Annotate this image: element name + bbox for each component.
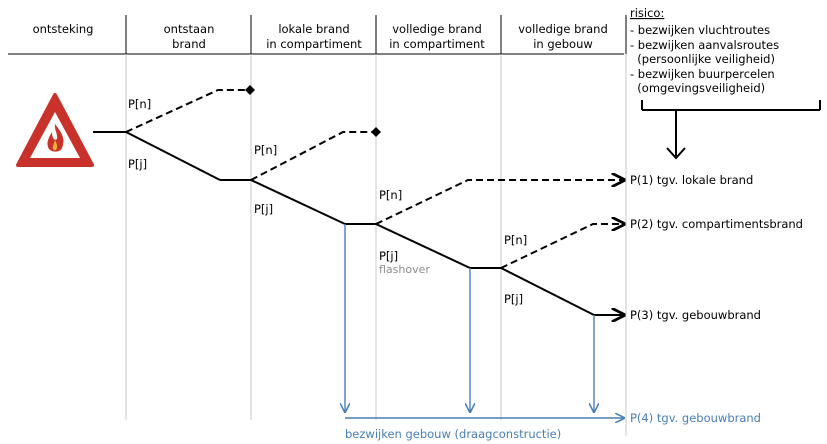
header-dividers — [125, 15, 627, 54]
flashover-label: flashover — [379, 263, 430, 276]
branch-labels: P[n] P[j] P[n] P[j] P[n] P[j] flashover … — [128, 97, 527, 306]
column-dividers — [125, 54, 627, 436]
risk-item-2: - bezwijken aanvalsroutes — [630, 38, 779, 52]
fire-triangle-warning-icon — [16, 93, 94, 167]
phase-5-label-line1: volledige brand — [518, 22, 608, 36]
outcome-4: P(4) tgv. gebouwbrand — [630, 411, 761, 425]
branch-yes-label-3: P[j] — [379, 249, 398, 263]
outcome-3: P(3) tgv. gebouwbrand — [630, 308, 761, 322]
branch-yes-label-2: P[j] — [254, 202, 273, 216]
risk-item-1: - bezwijken vluchtroutes — [630, 23, 770, 37]
collapse-lines — [345, 224, 624, 418]
phase-3-label-line2: in compartiment — [266, 37, 362, 51]
header-phases: ontsteking ontstaan brand lokale brand i… — [33, 22, 608, 51]
risk-list: risico: - bezwijken vluchtroutes - bezwi… — [630, 6, 779, 95]
branch-no-label-2: P[n] — [254, 143, 277, 157]
phase-4-label-line1: volledige brand — [392, 22, 482, 36]
branch-no-label-4: P[n] — [504, 233, 527, 247]
risk-title: risico: — [630, 6, 664, 20]
branch-yes-label-4: P[j] — [504, 292, 523, 306]
outcome-1: P(1) tgv. lokale brand — [630, 173, 753, 187]
branch-no-label-1: P[n] — [128, 97, 151, 111]
phase-2-label-line1: ontstaan — [164, 22, 215, 36]
phase-3-label-line1: lokale brand — [278, 22, 349, 36]
phase-2-label-line2: brand — [172, 37, 206, 51]
phase-1-label: ontsteking — [33, 22, 94, 36]
risk-item-5: (omgevingsveiligheid) — [630, 81, 765, 95]
risk-item-4: - bezwijken buurpercelen — [630, 67, 775, 81]
outcomes: P(1) tgv. lokale brand P(2) tgv. compart… — [630, 173, 803, 425]
risk-bracket — [641, 100, 821, 160]
branch-no-label-3: P[n] — [379, 188, 402, 202]
phase-5-label-line2: in gebouw — [533, 37, 593, 51]
tree-yes-branches — [93, 131, 624, 315]
phase-4-label-line2: in compartiment — [389, 37, 485, 51]
tree-no-branches — [125, 85, 624, 269]
collapse-label: bezwijken gebouw (draagconstructie) — [345, 427, 561, 441]
branch-yes-label-1: P[j] — [128, 157, 147, 171]
risk-item-3: (persoonlijke veiligheid) — [630, 52, 775, 66]
outcome-2: P(2) tgv. compartimentsbrand — [630, 217, 803, 231]
